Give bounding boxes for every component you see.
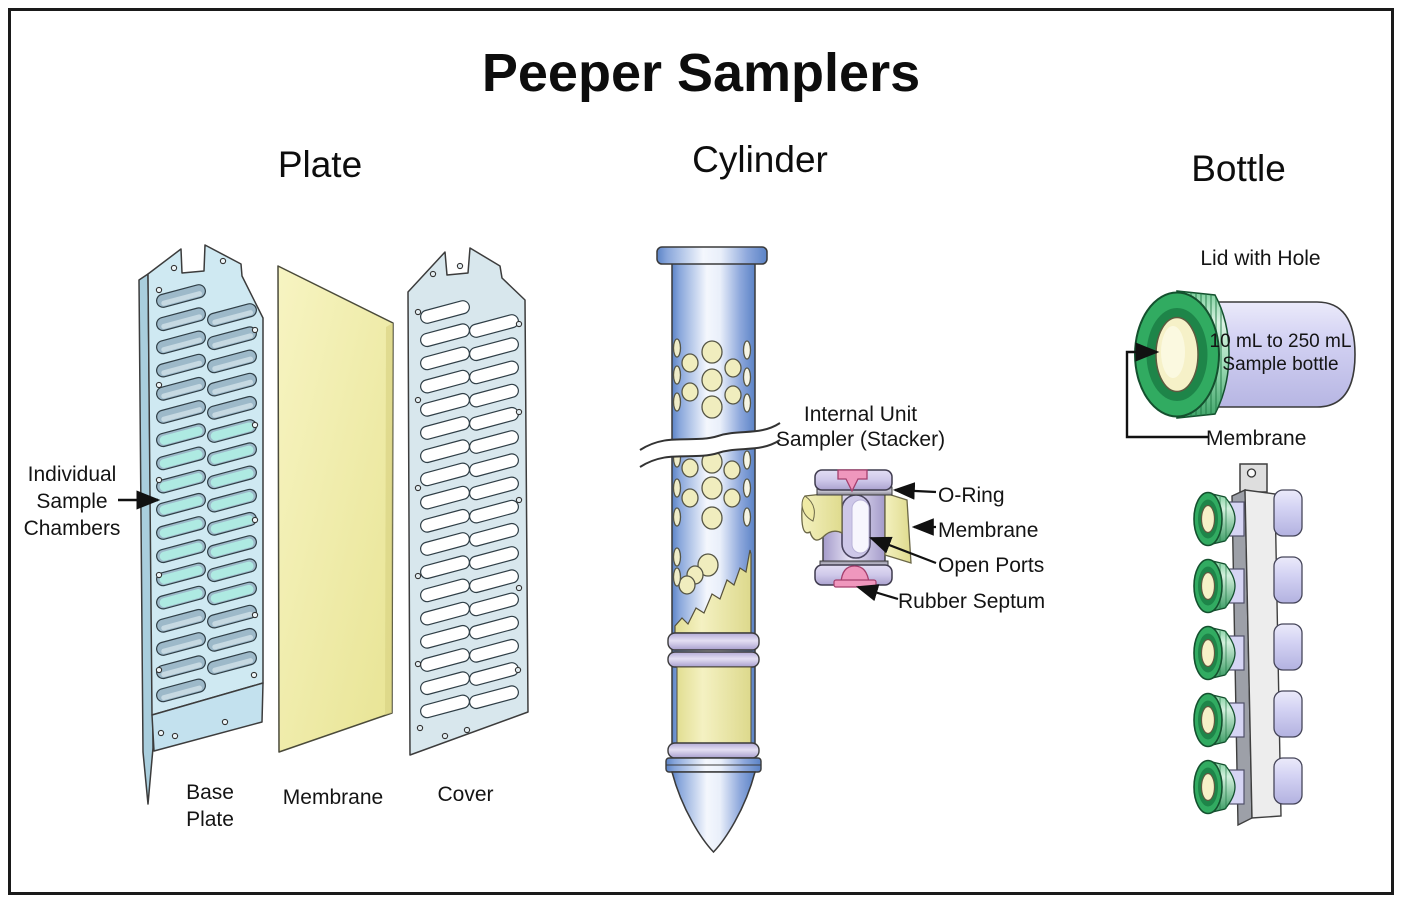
plate-heading: Plate — [277, 144, 363, 185]
sample-chamber-slots — [156, 284, 257, 703]
cover-label: Cover — [437, 783, 494, 806]
lid-with-hole-label: Lid with Hole — [1200, 247, 1321, 270]
rack-hanger-tab — [1239, 463, 1268, 493]
cylinder-heading: Cylinder — [692, 139, 828, 180]
cover-screw-holes — [414, 262, 523, 740]
stacker-membrane-label: Membrane — [938, 519, 1039, 542]
cylinder-port-holes — [672, 338, 752, 595]
inner-membrane-cutaway-lower — [676, 666, 752, 744]
membrane-sheen — [1161, 326, 1185, 378]
oring-arrow — [892, 482, 937, 500]
base-plate-foot — [151, 682, 264, 752]
rubber-septum-label: Rubber Septum — [898, 590, 1046, 613]
cylinder-top-flange — [656, 246, 768, 265]
cylinder-sampler-illustration — [639, 246, 781, 854]
stacker-band-1 — [667, 632, 760, 651]
cover-slot-openings — [420, 300, 519, 719]
bottle-rack-illustration — [1193, 463, 1303, 827]
chambers-label: Individual Sample Chambers — [23, 463, 121, 540]
rubber-septum-bottom-base — [833, 579, 877, 588]
rack-bar-front — [1244, 489, 1282, 819]
stacker-caption: Internal Unit Sampler (Stacker) — [775, 403, 946, 451]
inner-membrane-cutaway-upper — [674, 549, 752, 634]
plate-assembly-illustration — [138, 244, 529, 805]
base-plate-label: Base Plate — [186, 781, 234, 831]
membrane-curl — [801, 495, 815, 522]
rubber-septum-top — [837, 469, 868, 493]
stacker-band-3 — [667, 742, 760, 759]
bottle-volume-label: 10 mL to 250 mL Sample bottle — [1209, 331, 1352, 375]
bottle-heading: Bottle — [1191, 148, 1286, 189]
bottle-membrane-label: Membrane — [1206, 427, 1307, 450]
diagram-title: Peeper Samplers — [481, 43, 921, 103]
bottle-membrane-arrow — [1125, 342, 1208, 439]
rack-bottle-units — [1193, 489, 1303, 815]
diagram-border — [8, 8, 1394, 895]
sample-bottle-body — [1198, 301, 1356, 408]
membrane-sheet — [277, 265, 394, 753]
open-port-inner — [851, 499, 870, 554]
membrane-sheet-edge — [385, 323, 393, 715]
oring-label: O-Ring — [938, 484, 1005, 507]
bottle-sampler-illustration — [1125, 290, 1356, 439]
open-ports-label: Open Ports — [938, 554, 1045, 577]
chambers-arrow — [118, 490, 161, 510]
cylinder-cone-tip — [671, 771, 756, 854]
plate-membrane-label: Membrane — [282, 786, 384, 809]
stacker-band-2 — [667, 651, 760, 668]
break-line-top — [639, 422, 781, 451]
rubber-septum-arrow — [855, 584, 899, 602]
rubber-septum-bottom-dome — [840, 565, 870, 584]
open-ports-arrow — [868, 536, 937, 565]
rack-hanger-hole — [1246, 468, 1257, 478]
base-plate-side — [138, 273, 154, 805]
break-line-bottom — [639, 439, 781, 468]
base-plate-screw-holes — [155, 257, 259, 740]
stacker-detail-illustration — [801, 469, 937, 602]
